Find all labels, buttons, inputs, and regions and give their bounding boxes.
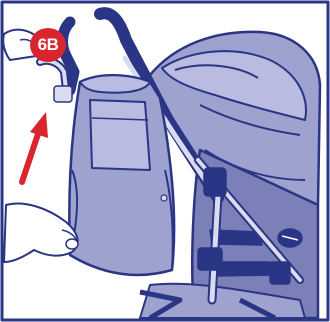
cover-panel [69, 75, 174, 275]
up-right-arrow-icon [22, 112, 48, 182]
step-badge: 6B [30, 28, 66, 62]
